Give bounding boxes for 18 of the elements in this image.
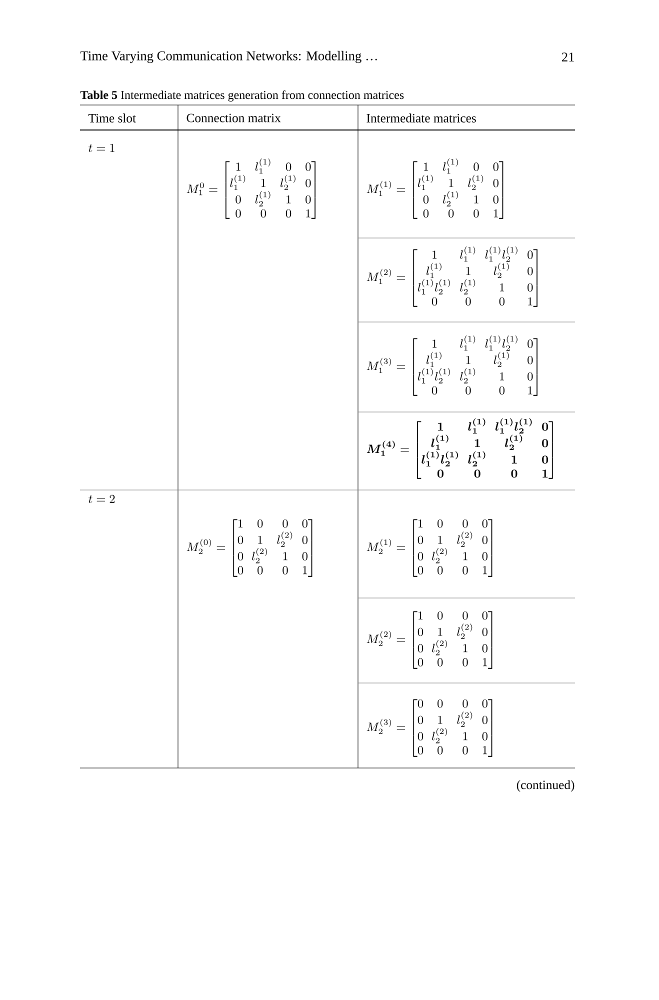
continued-note: (continued) [516,780,574,792]
matrix-formula: $M_2^{(2)} = \begin{bmatrix} 1 & 0 & 0 & 0 \\ 0 & 1 & l_2^{(2)} & 0 \\ 0 & l_2^{(2)} & 1 & 0 \\ 0 & 0 & 0 & 1 \end{bmatrix}$ [366,611,492,669]
column-header: Intermediate matrices [366,114,476,122]
matrix-formula: $\boldsymbol{M_1^{(4)}} = \begin{bmatrix} \boldsymbol{1} & \boldsymbol{l_1^{(1)}} & \boldsymbol{l_1^{(1)} l_2^{(1)}} & \boldsymbol{0} \\ \boldsymbol{l_1^{(1)}} & \boldsymbol{1} & \boldsymbol{l_2^{(1)}} & \boldsymbol{0} \\ \boldsymbol{l_1^{(1)} l_2^{(1)}} & \boldsymbol{l_2^{(1)}} & \boldsymbol{1} & \boldsymbol{0} \\ \boldsymbol{0} & \boldsymbol{0} & \boldsymbol{0} & \boldsymbol{1} \end{bmatrix}$ [366,418,553,479]
matrix-formula: $M_1^{(3)} = \begin{bmatrix} 1 & l_1^{(1)} & l_1^{(1)} l_2^{(1)} & 0 \\ l_1^{(1)} & 1 & l_2^{(1)} & 0 \\ l_1^{(1)} l_2^{(1)} & l_2^{(1)} & 1 & 0 \\ 0 & 0 & 0 & 1 \end{bmatrix}$ [366,336,538,396]
page-number: 21 [562,52,574,62]
time-slot-label: $t=2$ [88,494,115,503]
table-caption: Table 5 Intermediate matrices generation from connection matrices [80,90,404,102]
column-header: Connection matrix [186,114,281,122]
matrix-formula: $M_1^{(1)} = \begin{bmatrix} 1 & l_1^{(1)} & 0 & 0 \\ l_1^{(1)} & 1 & l_2^{(1)} & 0 \\ 0 & l_2^{(1)} & 1 & 0 \\ 0 & 0 & 0 & 1 \end{bmatrix}$ [366,158,504,219]
matrix-formula: $M_2^{(1)} = \begin{bmatrix} 1 & 0 & 0 & 0 \\ 0 & 1 & l_2^{(2)} & 0 \\ 0 & l_2^{(2)} & 1 & 0 \\ 0 & 0 & 0 & 1 \end{bmatrix}$ [366,519,492,577]
column-header: Time slot [88,114,136,122]
matrix-formula: $M_1^{(2)} = \begin{bmatrix} 1 & l_1^{(1)} & l_1^{(1)} l_2^{(1)} & 0 \\ l_1^{(1)} & 1 & l_2^{(1)} & 0 \\ l_1^{(1)} l_2^{(1)} & l_2^{(1)} & 1 & 0 \\ 0 & 0 & 0 & 1 \end{bmatrix}$ [366,246,538,307]
matrix-formula: $M_2^{(0)} = \begin{bmatrix} 1 & 0 & 0 & 0 \\ 0 & 1 & l_2^{(2)} & 0 \\ 0 & l_2^{(2)} & 1 & 0 \\ 0 & 0 & 0 & 1 \end{bmatrix}$ [186,519,312,577]
time-slot-label: $t=1$ [88,144,114,152]
matrix-formula: $M_2^{(3)} = \begin{bmatrix} 0 & 0 & 0 & 0 \\ 0 & 1 & l_2^{(2)} & 0 \\ 0 & l_2^{(2)} & 1 & 0 \\ 0 & 0 & 0 & 1 \end{bmatrix}$ [366,699,492,757]
page-header: Time Varying Communication Networks: Modelling … [80,50,377,64]
matrix-formula: $M_1^0 = \begin{bmatrix} 1 & l_1^{(1)} & 0 & 0 \\ l_1^{(1)} & 1 & l_2^{(1)} & 0 \\ 0 & l_2^{(1)} & 1 & 0 \\ 0 & 0 & 0 & 1 \end{bmatrix}$ [186,158,316,219]
